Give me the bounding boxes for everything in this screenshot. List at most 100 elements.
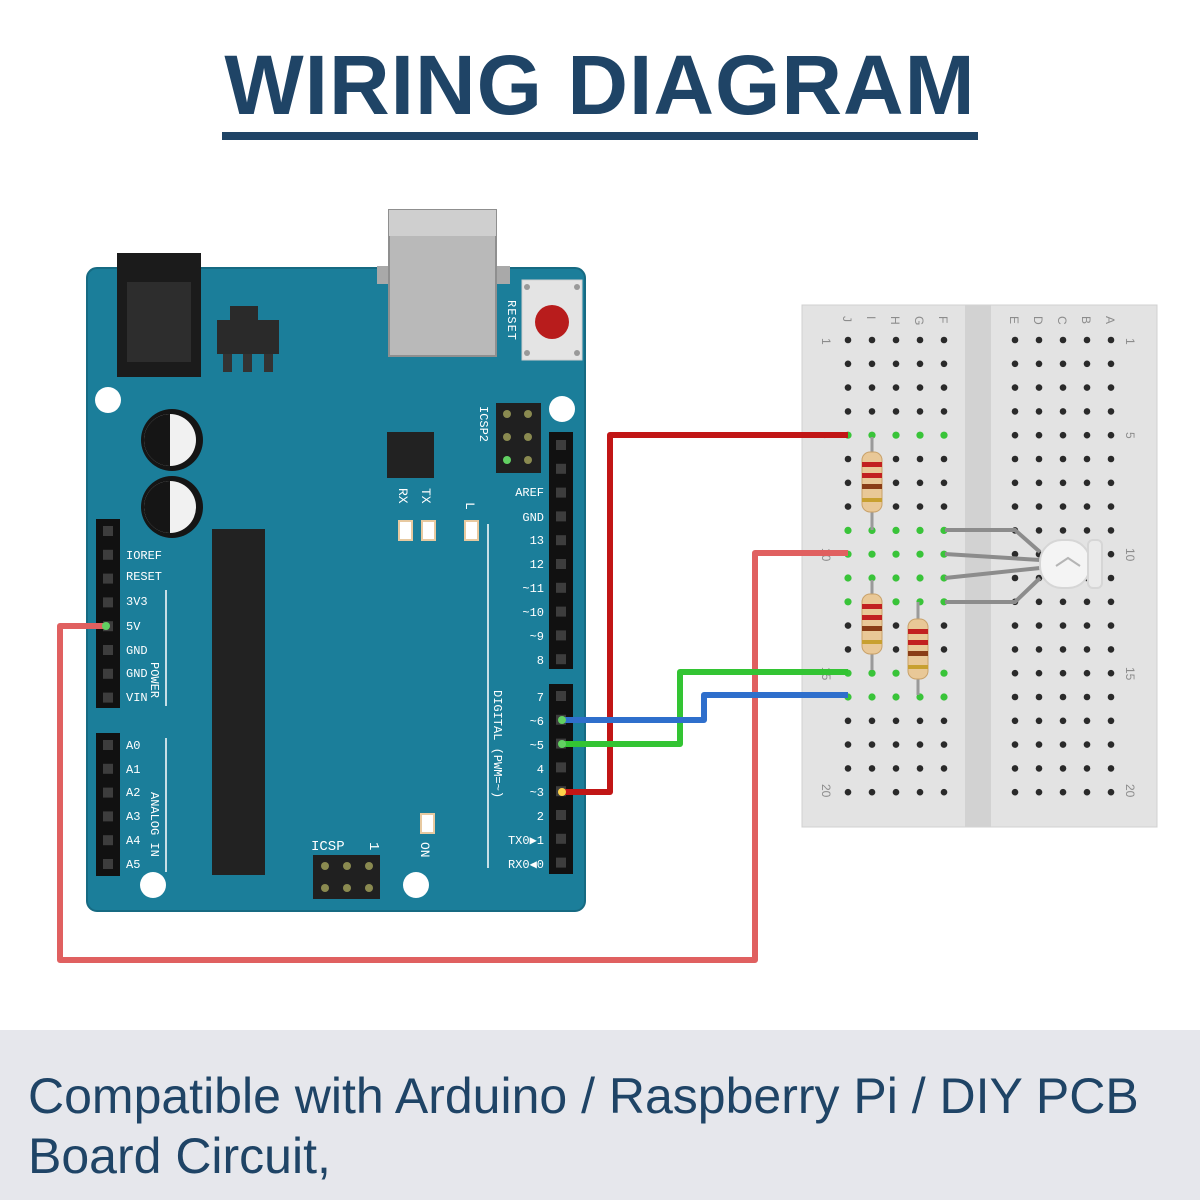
breadboard-hole: [1107, 408, 1115, 415]
digital-pin-label: 13: [530, 534, 544, 548]
breadboard-hole: [940, 741, 948, 748]
breadboard-hole: [1083, 479, 1091, 487]
wire-green-pin5: [562, 669, 848, 747]
breadboard-hole: [1035, 646, 1043, 653]
header-socket: [556, 833, 566, 844]
breadboard-hole: [1083, 669, 1091, 677]
rx-led: [398, 520, 413, 541]
breadboard-hole: [892, 717, 900, 725]
breadboard-hole: [1059, 527, 1067, 534]
breadboard-hole: [916, 717, 924, 725]
power-header: [96, 519, 120, 708]
header-socket: [103, 645, 113, 655]
breadboard-hole-active: [892, 574, 900, 582]
digital-pin-label: ~6: [530, 715, 544, 729]
wiring-diagram: RESET ICSP2 RX TX L ON ICSP 1: [57, 209, 1158, 963]
header-socket: [556, 511, 566, 522]
breadboard-column-labels: J I H G F E D C B A: [840, 316, 1117, 325]
breadboard-hole: [1107, 360, 1115, 368]
breadboard-hole: [892, 336, 900, 344]
breadboard-hole-active: [868, 693, 876, 701]
header-socket: [556, 559, 566, 569]
breadboard-hole: [868, 765, 876, 772]
breadboard-hole: [844, 408, 852, 415]
wire-red-5v: [57, 550, 848, 963]
breadboard-hole: [1011, 479, 1019, 487]
breadboard-hole: [1107, 765, 1115, 772]
breadboard-hole: [844, 384, 852, 391]
power-pin-label: RESET: [126, 570, 162, 584]
header-socket: [103, 597, 113, 608]
breadboard-hole: [916, 455, 924, 463]
breadboard-hole: [844, 765, 852, 772]
breadboard-hole: [1059, 455, 1067, 463]
capacitor: [141, 409, 203, 471]
breadboard-hole: [916, 360, 924, 368]
breadboard-hole: [1035, 788, 1043, 796]
breadboard-hole-active: [940, 669, 948, 677]
header-socket: [103, 740, 113, 750]
ic-chip: [387, 432, 434, 478]
breadboard-hole: [916, 336, 924, 344]
breadboard-hole-active: [916, 693, 924, 701]
column-label: G: [912, 316, 926, 325]
analog-header: [96, 733, 120, 876]
breadboard-hole: [844, 788, 852, 796]
on-led: [420, 813, 435, 834]
digital-pin-label: RX0◀0: [508, 858, 544, 872]
breadboard-hole: [1059, 336, 1067, 344]
breadboard-hole: [892, 479, 900, 487]
breadboard-hole: [1011, 693, 1019, 701]
breadboard-hole: [1035, 622, 1043, 629]
breadboard-hole: [1107, 574, 1115, 582]
breadboard-hole: [940, 408, 948, 415]
l-label: L: [462, 502, 477, 510]
wire-endpoint: [558, 740, 566, 748]
breadboard-hole: [1011, 408, 1019, 415]
wire-endpoint: [558, 716, 566, 724]
breadboard-hole: [1035, 408, 1043, 415]
breadboard-hole: [1107, 479, 1115, 487]
breadboard-hole: [1011, 717, 1019, 725]
breadboard-hole: [1035, 503, 1043, 510]
breadboard-hole: [1011, 336, 1019, 344]
row-number: 15: [1123, 667, 1137, 681]
breadboard-hole: [940, 717, 948, 725]
digital-pin-label: 7: [537, 691, 544, 705]
breadboard-hole: [1083, 765, 1091, 772]
rgb-led: [944, 528, 1103, 604]
breadboard-hole: [868, 408, 876, 415]
breadboard-hole: [1035, 384, 1043, 391]
breadboard-hole: [1107, 503, 1115, 510]
breadboard-hole: [868, 741, 876, 748]
arduino-board: RESET ICSP2 RX TX L ON ICSP 1: [86, 209, 586, 912]
power-pin-label: 5V: [126, 620, 141, 634]
column-label: B: [1079, 316, 1093, 324]
header-socket: [556, 606, 566, 617]
breadboard-hole-active: [916, 526, 924, 535]
capacitor: [141, 476, 203, 538]
mounting-hole: [403, 872, 429, 898]
wire-red-pin3: [562, 432, 848, 795]
pin-labels: IOREF RESET 3V3 5V GND GND VIN A0 A1 A2 …: [126, 486, 544, 872]
icsp-pin1-label: 1: [365, 842, 381, 850]
header-socket: [103, 835, 113, 846]
header-socket: [103, 859, 113, 869]
digital-pin-label: ~9: [530, 630, 544, 644]
digital-pin-label: 12: [530, 558, 544, 572]
breadboard-hole: [868, 336, 876, 344]
breadboard-hole: [940, 646, 948, 653]
wire-blue-pin6: [562, 692, 848, 723]
header-socket: [103, 692, 113, 703]
breadboard-hole: [892, 384, 900, 391]
analog-pin-label: A1: [126, 763, 140, 777]
breadboard-hole: [1083, 622, 1091, 629]
breadboard-hole-active: [892, 669, 900, 677]
breadboard-hole: [892, 741, 900, 748]
breadboard-hole: [1083, 598, 1091, 606]
breadboard-hole: [1059, 765, 1067, 772]
breadboard-hole: [1083, 788, 1091, 796]
mounting-hole: [95, 387, 121, 413]
breadboard-hole: [1107, 598, 1115, 606]
column-label: I: [864, 316, 878, 319]
